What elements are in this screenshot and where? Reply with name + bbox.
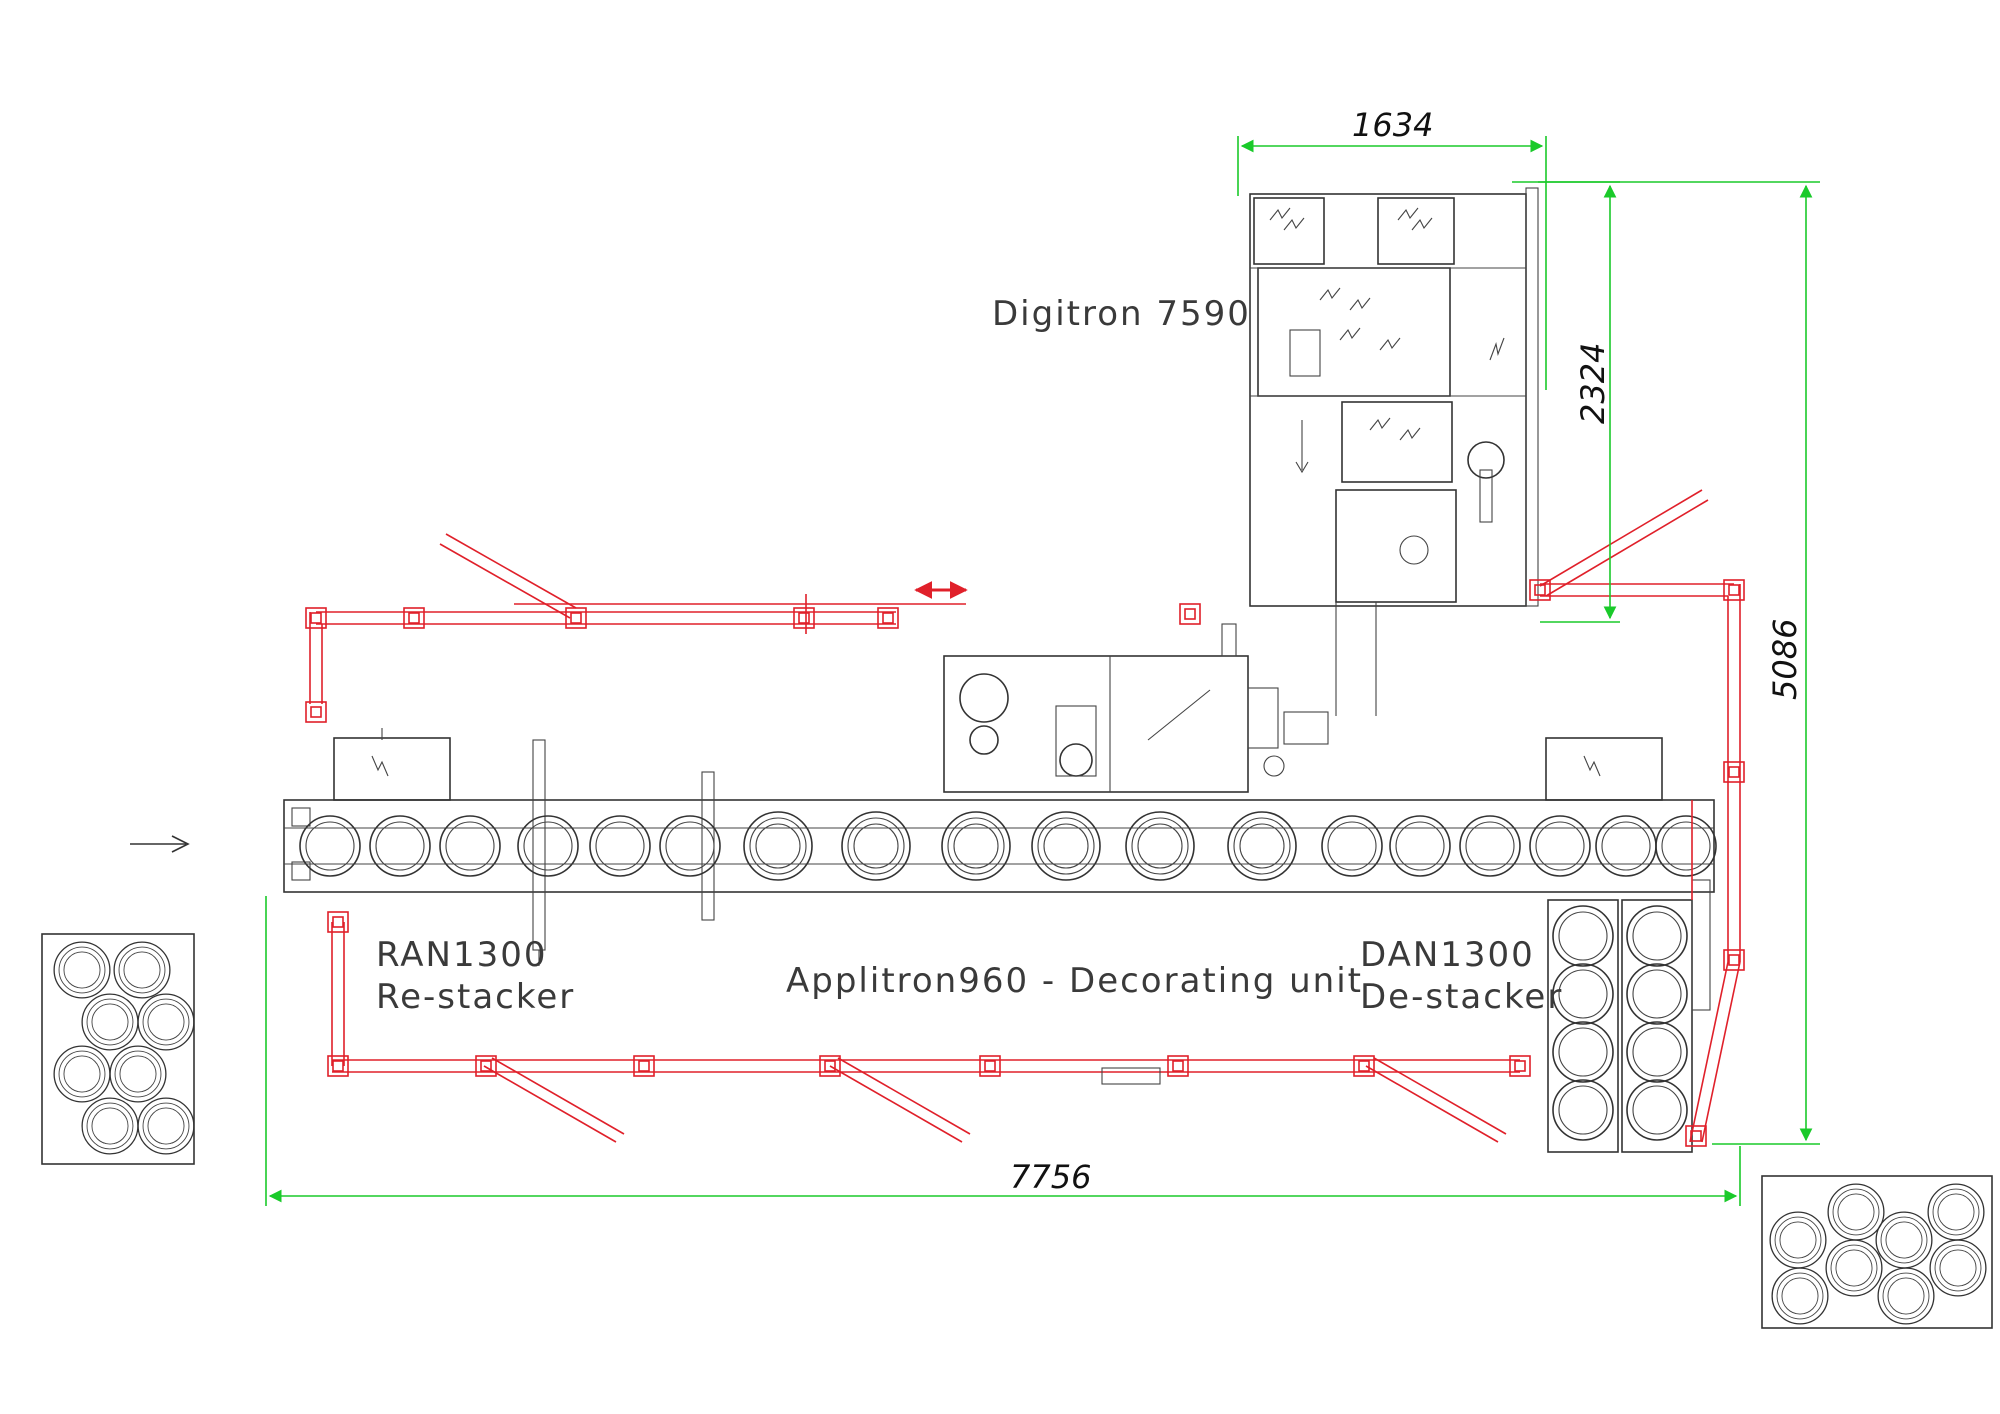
input-can-box xyxy=(41,933,195,1165)
output-can-box xyxy=(1761,1175,1993,1329)
digitron-label: Digitron 7590 xyxy=(992,294,1251,334)
dimension-height-total xyxy=(1538,181,1820,1145)
decorating-unit xyxy=(943,623,1329,793)
applitron-label: Applitron960 - Decorating unit xyxy=(786,961,1363,1001)
conveyor-frame-bottom xyxy=(327,911,1531,1143)
dan-desc-label: De-stacker xyxy=(1360,977,1563,1017)
dimension-width-top xyxy=(1237,136,1547,390)
right-arrow-icon xyxy=(130,835,190,853)
ran-desc-label: Re-stacker xyxy=(376,977,575,1017)
conveyor-frame-top xyxy=(305,533,1201,723)
destacker-stacks xyxy=(1547,879,1711,1153)
dan-model-label: DAN1300 xyxy=(1360,935,1535,975)
dimension-length-total xyxy=(265,896,1741,1206)
conveyor-frame-right xyxy=(1529,489,1745,1147)
dimension-height-total-label: 5086 xyxy=(1766,619,1804,700)
ran-model-label: RAN1300 xyxy=(376,935,547,975)
main-line-frame xyxy=(283,728,1715,966)
dimension-height-digitron-label: 2324 xyxy=(1574,343,1612,424)
conveyor-cans xyxy=(299,811,1717,881)
digitron-machine xyxy=(1249,187,1539,716)
dimension-width-top-label: 1634 xyxy=(1352,106,1433,144)
dimension-length-total-label: 7756 xyxy=(1010,1158,1091,1196)
